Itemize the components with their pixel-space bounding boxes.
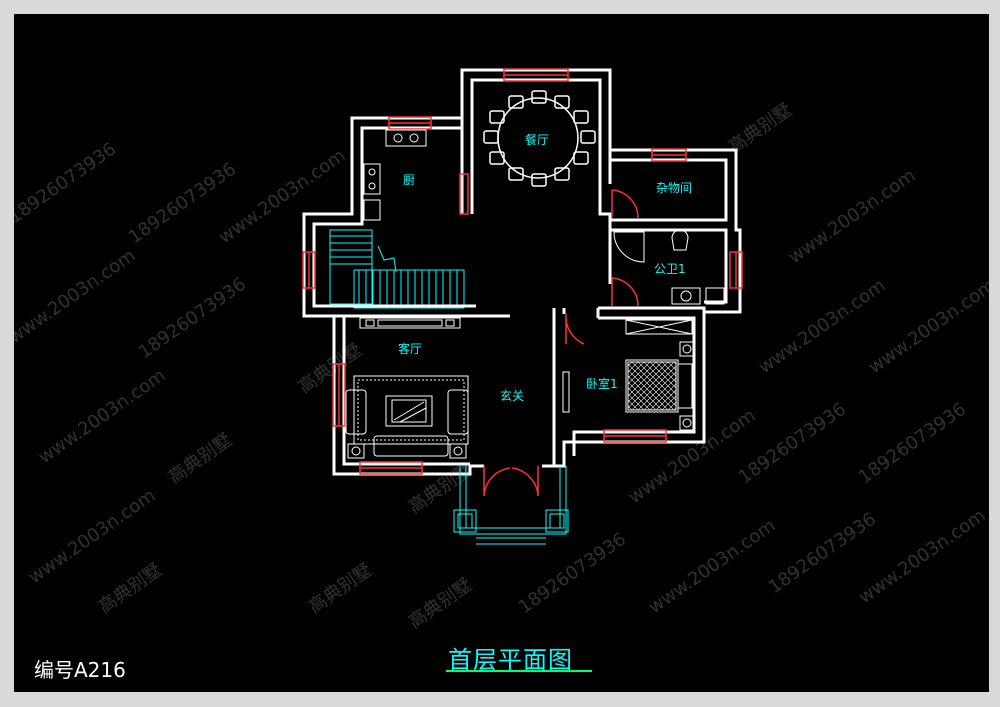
room-label-kitchen: 厨 (403, 173, 415, 187)
windows (302, 68, 743, 475)
cad-canvas: 18926073936 18926073936 www.2003n.com 18… (14, 14, 989, 692)
room-label-foyer: 玄关 (500, 388, 524, 403)
watermark-brand: 高典别墅 (165, 430, 236, 488)
watermark-site: www.2003n.com (215, 145, 350, 248)
floor-plan: 18926073936 18926073936 www.2003n.com 18… (14, 68, 989, 633)
drawing-code: 编号A216 (34, 658, 126, 682)
watermark-phone: 18926073936 (515, 529, 630, 618)
watermark-site: www.2003n.com (14, 245, 139, 348)
watermark-site: www.2003n.com (625, 405, 760, 508)
room-label-dining: 餐厅 (525, 132, 549, 147)
room-label-bathroom: 公卫1 (654, 262, 686, 276)
watermark-phone: 18926073936 (14, 139, 120, 228)
title-underline (446, 670, 592, 672)
watermark-phone: 18926073936 (135, 274, 250, 363)
watermark-brand: 高典别墅 (305, 560, 376, 618)
room-label-bedroom: 卧室1 (586, 376, 618, 391)
bedroom-furniture (562, 319, 695, 431)
room-label-living: 客厅 (398, 341, 422, 356)
watermark-phone: 18926073936 (855, 399, 970, 488)
watermark-site: www.2003n.com (785, 165, 920, 268)
staircase (329, 229, 465, 309)
kitchen-fixtures (363, 129, 427, 221)
watermark-brand: 高典别墅 (95, 560, 166, 618)
watermark-layer: 18926073936 18926073936 www.2003n.com 18… (14, 100, 989, 633)
bathroom-fixtures (613, 229, 725, 305)
watermark-brand: 高典别墅 (405, 575, 476, 633)
watermark-brand: 高典别墅 (295, 340, 366, 398)
living-furniture (345, 317, 469, 459)
entrance-porch (453, 466, 569, 545)
watermark-site: www.2003n.com (35, 365, 170, 468)
doors (483, 189, 639, 497)
dining-table (483, 90, 596, 187)
drawing-title: 首层平面图 (448, 646, 573, 674)
watermark-site: www.2003n.com (645, 515, 780, 618)
room-label-storage: 杂物间 (656, 181, 692, 195)
